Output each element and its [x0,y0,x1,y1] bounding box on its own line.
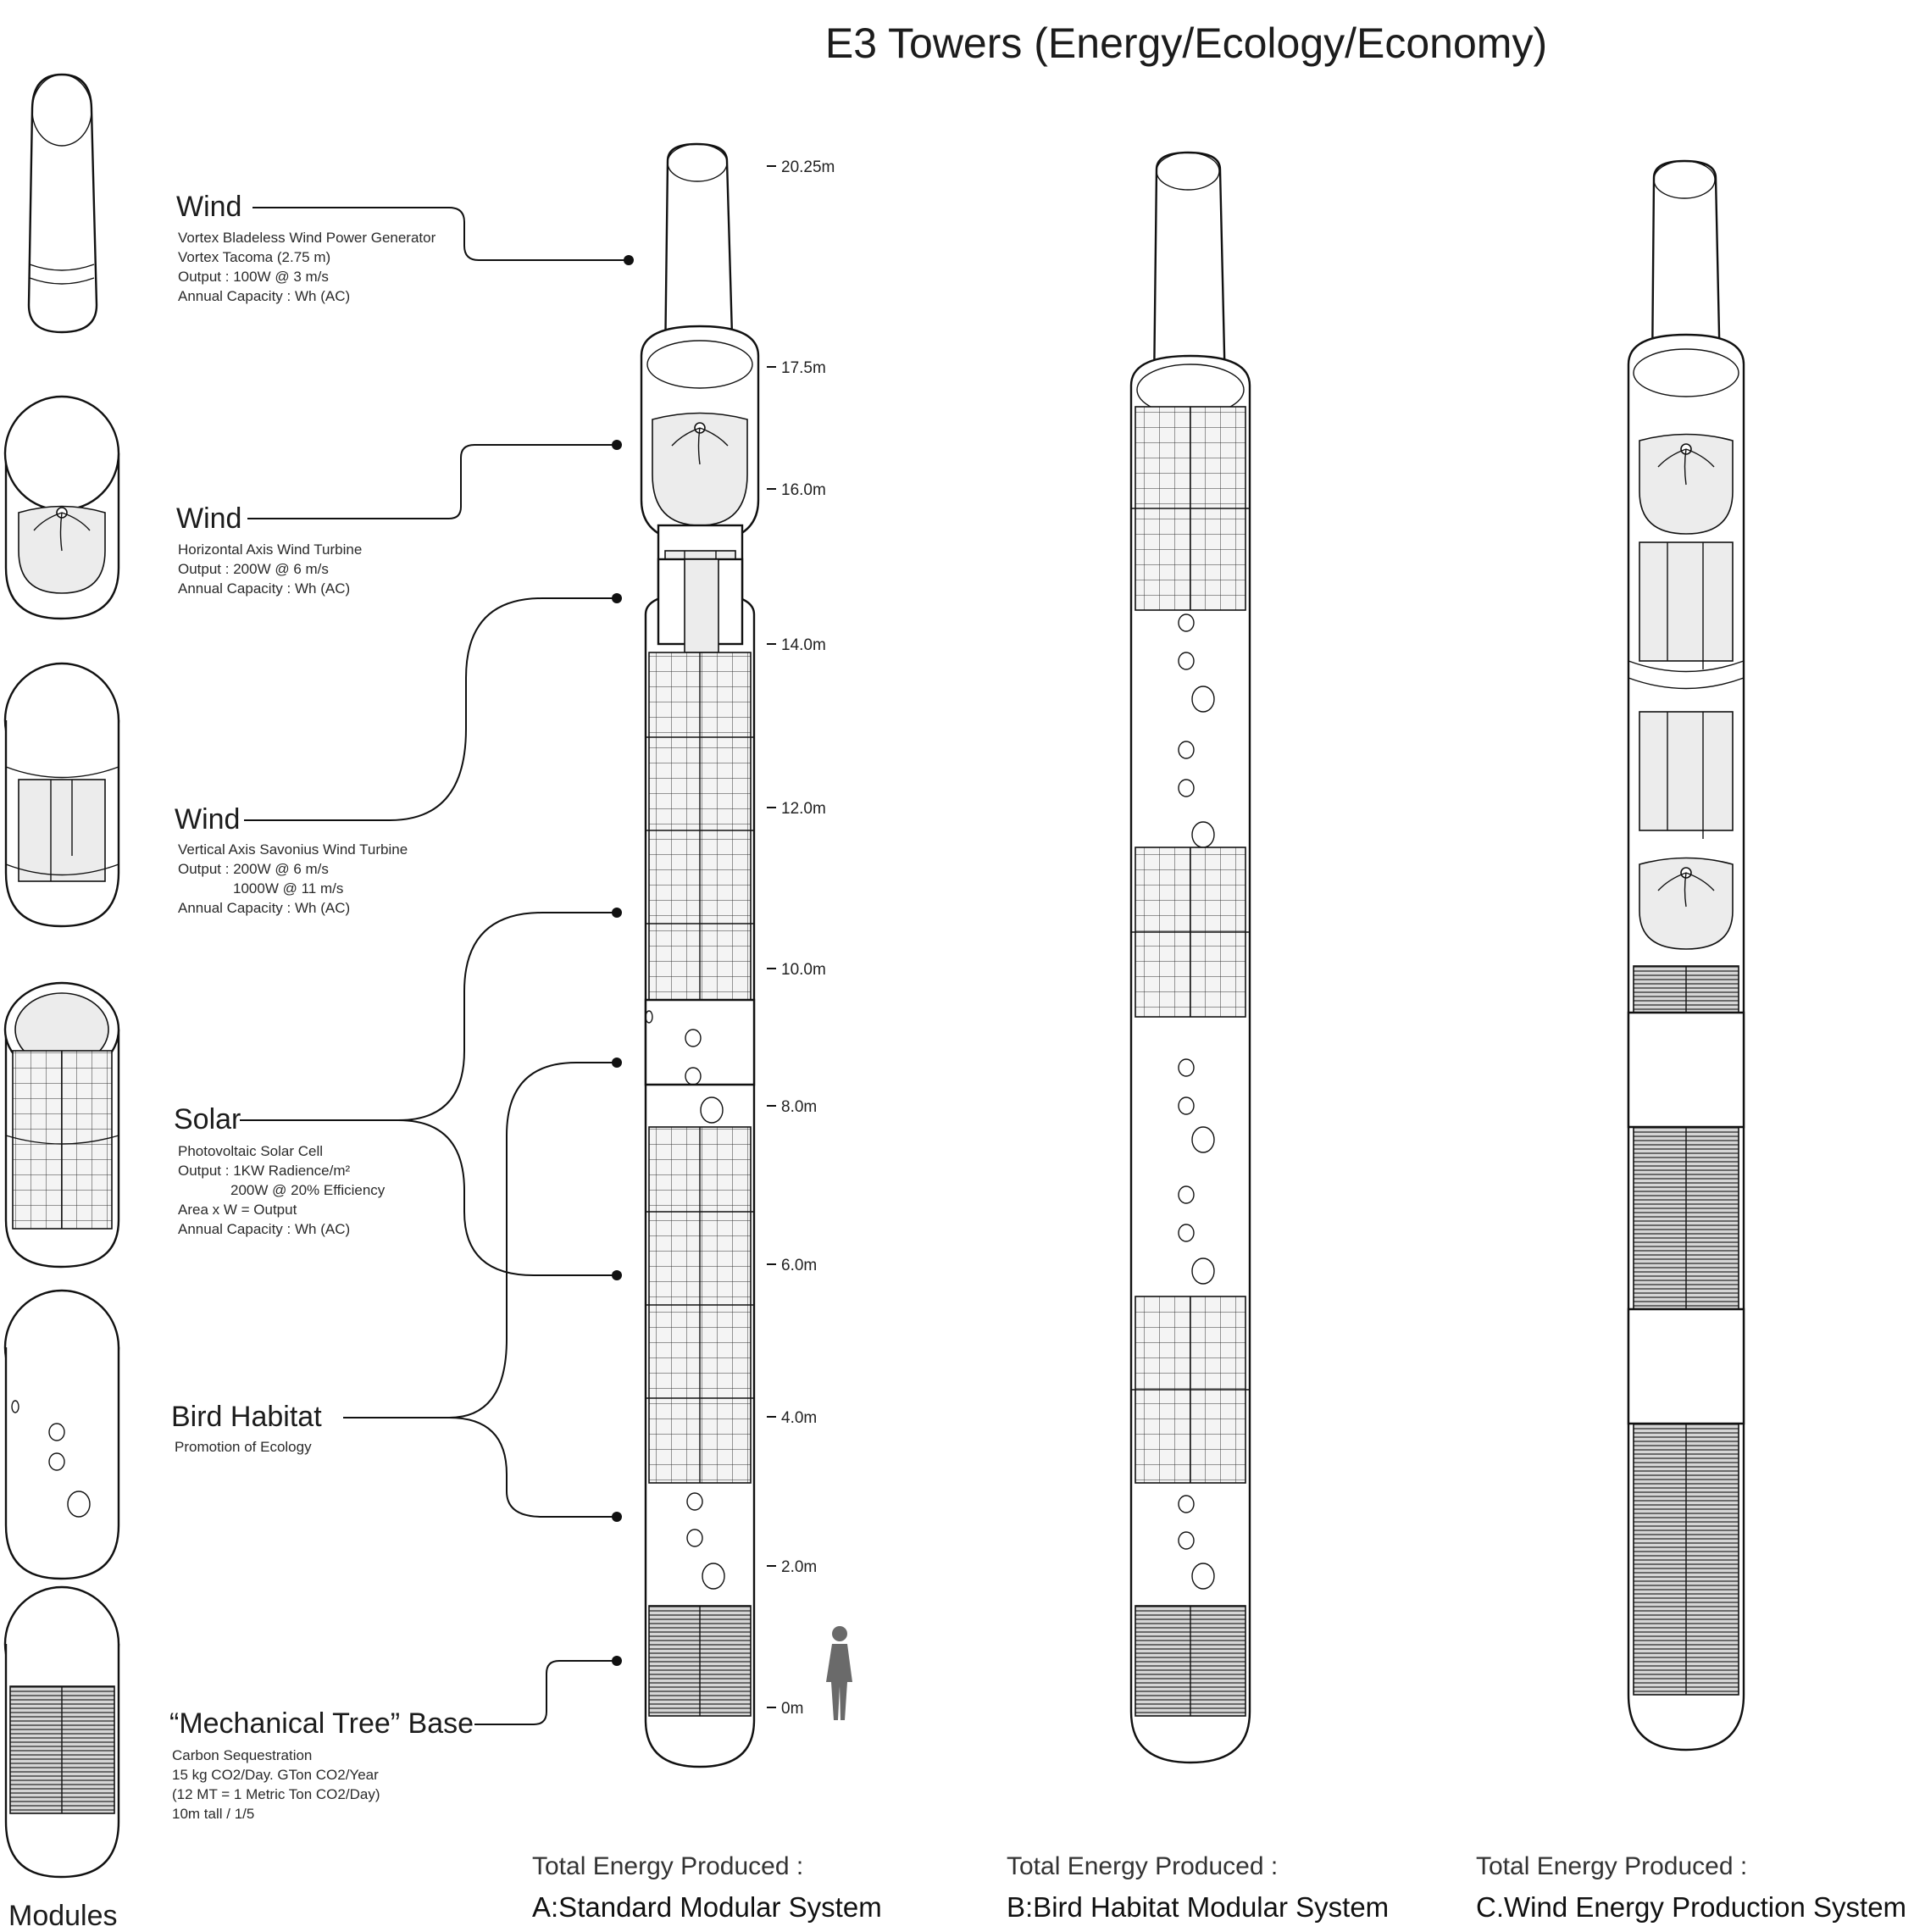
scale-tick-label: 20.25m [781,158,835,176]
callout-wind-bladeless: Wind Vortex Bladeless Wind Power Generat… [176,191,436,304]
caption-tower-a: Total Energy Produced : A:Standard Modul… [532,1852,882,1923]
callout-line: Photovoltaic Solar Cell [178,1143,323,1159]
scale-tick-label: 12.0m [781,800,826,818]
callout-heading: Bird Habitat [171,1401,322,1433]
callout-line: 15 kg CO2/Day. GTon CO2/Year [172,1767,379,1783]
modules-caption: Modules [8,1900,118,1932]
callout-line: Annual Capacity : Wh (AC) [178,900,350,916]
scale-tick-label: 4.0m [781,1409,817,1427]
scale-tick-label: 17.5m [781,359,826,377]
callout-line: Vortex Tacoma (2.75 m) [178,249,330,265]
scale-tick-label: 8.0m [781,1098,817,1116]
scale-tick-label: 10.0m [781,961,826,979]
module-bird-habitat [3,1289,120,1580]
scale-tick-label: 14.0m [781,636,826,654]
callout-line: Annual Capacity : Wh (AC) [178,288,350,304]
module-solar-cell [3,981,120,1269]
person-silhouette-icon [826,1626,852,1720]
callout-line: Promotion of Ecology [175,1439,312,1455]
module-savonius-turbine [3,662,120,928]
tower-c-rotor-icon-upper [1657,443,1715,486]
callout-solar: Solar Photovoltaic Solar Cell Output : 1… [174,1103,386,1237]
callout-heading: Wind [176,502,241,535]
turbine-rotor-icon [33,507,91,552]
module-vortex-bladeless [27,73,98,334]
module-mechanical-tree-base [3,1585,120,1879]
callout-line: Horizontal Axis Wind Turbine [178,541,362,558]
caption-tower-c: Total Energy Produced : C.Wind Energy Pr… [1476,1852,1906,1923]
callout-heading: Wind [176,191,241,223]
callout-heading: “Mechanical Tree” Base [169,1707,474,1740]
caption-name: C.Wind Energy Production System [1476,1891,1906,1923]
callout-heading: Solar [174,1103,241,1135]
callout-line: 1000W @ 11 m/s [233,880,343,897]
tower-b-bird-holes-upper [1178,613,1215,848]
tower-c-rotor-icon-lower [1657,867,1715,908]
callout-line: Output : 100W @ 3 m/s [178,269,329,285]
callout-wind-savonius: Wind Vertical Axis Savonius Wind Turbine… [175,803,408,916]
scale-tick-label: 16.0m [781,481,826,499]
callout-heading: Wind [175,803,240,836]
callout-line: Vertical Axis Savonius Wind Turbine [178,841,408,858]
tower-a-bird-holes-lower [686,1492,725,1590]
tower-b-bird-holes-lower [1178,1495,1215,1590]
callout-line: Output : 200W @ 6 m/s [178,561,329,577]
caption-top: Total Energy Produced : [1476,1852,1747,1880]
tower-a [640,142,760,1768]
callout-bird-habitat: Bird Habitat Promotion of Ecology [171,1401,322,1455]
callout-line: Annual Capacity : Wh (AC) [178,580,350,597]
module-column [3,73,120,1879]
callout-line: Annual Capacity : Wh (AC) [178,1221,350,1237]
tower-a-rotor-icon [671,422,729,465]
callout-line: 10m tall / 1/5 [172,1806,254,1822]
tower-b-bird-holes-middle [1178,1058,1215,1285]
callout-line: 200W @ 20% Efficiency [230,1182,386,1198]
callout-line: Vortex Bladeless Wind Power Generator [178,230,436,246]
leader-lines [240,207,634,1725]
callout-line: Output : 200W @ 6 m/s [178,861,329,877]
scale-tick-label: 2.0m [781,1558,817,1576]
callout-line: Area x W = Output [178,1202,297,1218]
tower-a-bird-holes [645,1010,724,1124]
scale-tick-label: 6.0m [781,1257,817,1274]
caption-name: A:Standard Modular System [532,1891,882,1923]
tower-c [1627,159,1745,1752]
scale-tick-label: 0m [781,1700,803,1718]
tower-b [1129,151,1251,1764]
caption-name: B:Bird Habitat Modular System [1007,1891,1389,1923]
caption-top: Total Energy Produced : [1007,1852,1278,1880]
callout-line: Carbon Sequestration [172,1747,312,1763]
callout-line: (12 MT = 1 Metric Ton CO2/Day) [172,1786,380,1802]
diagram-title: E3 Towers (Energy/Ecology/Economy) [825,19,1547,67]
height-scale: 20.25m 17.5m 16.0m 14.0m 12.0m 10.0m 8.0m 6.0m 4… [767,158,835,1718]
caption-top: Total Energy Produced : [532,1852,803,1880]
callout-mechanical-tree-base: “Mechanical Tree” Base Carbon Sequestrat… [169,1707,474,1822]
caption-tower-b: Total Energy Produced : B:Bird Habitat M… [1007,1852,1389,1923]
callout-line: Output : 1KW Radience/m² [178,1163,350,1179]
module-horizontal-turbine [3,395,120,620]
bird-hole-icon [11,1400,91,1518]
callout-wind-hawt: Wind Horizontal Axis Wind Turbine Output… [176,502,362,597]
